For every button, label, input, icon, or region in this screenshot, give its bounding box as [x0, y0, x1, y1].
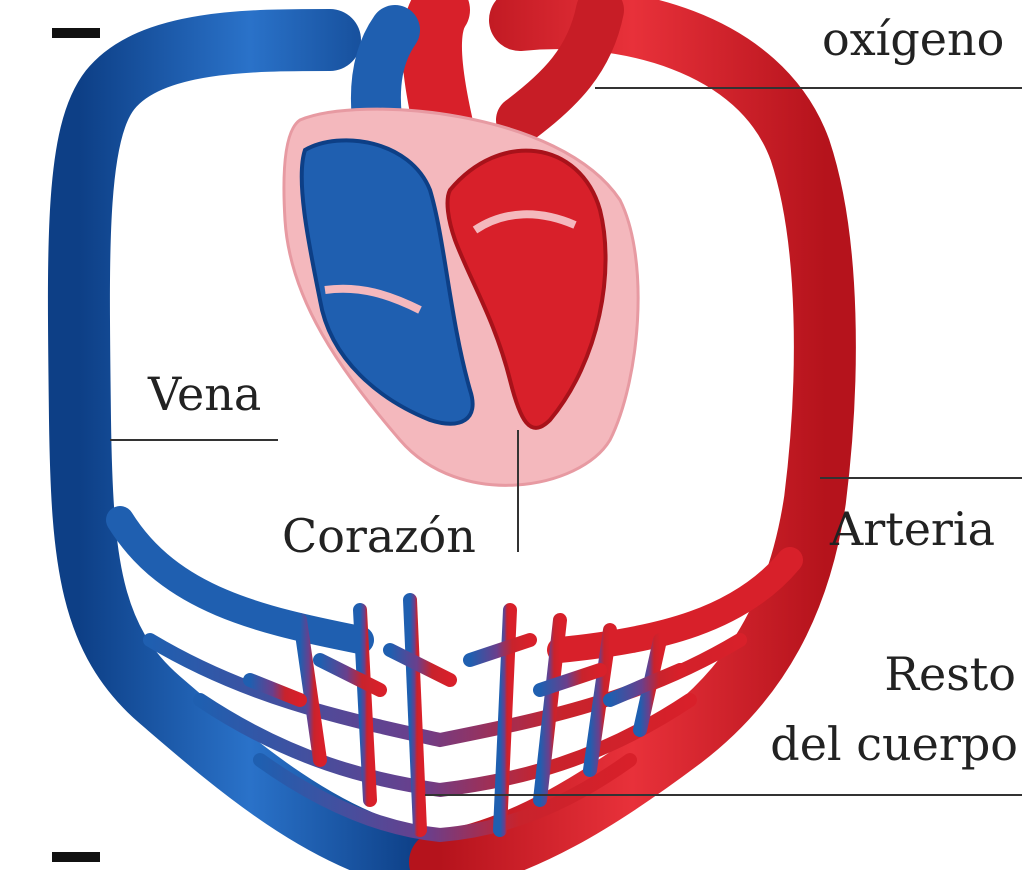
- heart: [284, 109, 638, 485]
- corner-mark-bottom: [52, 852, 100, 862]
- label-arteria: Arteria: [829, 502, 995, 556]
- label-corazon: Corazón: [282, 509, 476, 563]
- corner-mark-top: [52, 28, 100, 38]
- label-resto-line2: del cuerpo: [770, 717, 1018, 771]
- label-resto-line1: Resto: [884, 647, 1016, 701]
- label-vena: Vena: [147, 367, 261, 421]
- label-oxigeno: oxígeno: [822, 12, 1004, 66]
